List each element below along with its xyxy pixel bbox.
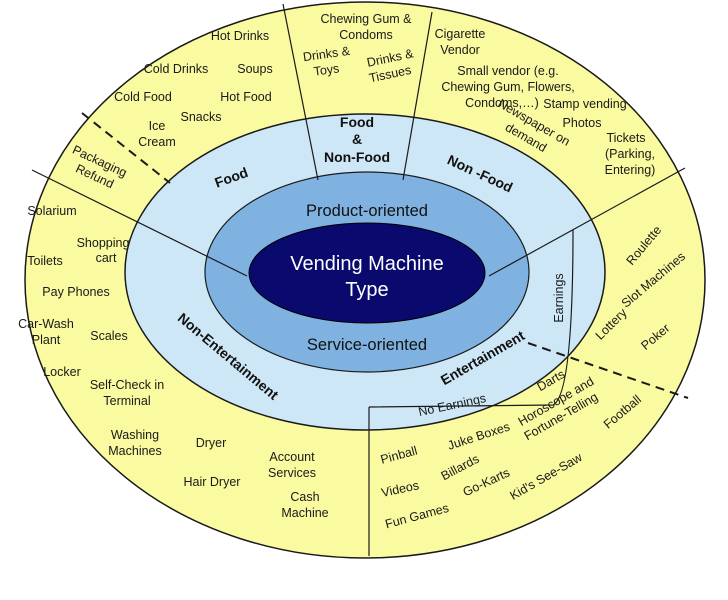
dashed-dividers [81,112,689,399]
item-small-vendor-line2: Chewing Gum, Flowers, [441,80,574,94]
item-chewing-gum-condoms-line1: Chewing Gum & [320,12,412,26]
item-stamp-vending-line2: Photos [563,116,602,130]
item-ice-cream-line2: Cream [138,135,176,149]
item-account-services-line2: Services [268,466,316,480]
item-pay-phones: Pay Phones [42,285,109,299]
divider-earnings-noearnings [368,229,574,408]
divider-food-nonentertainment [31,169,248,277]
item-car-wash-line2: Plant [32,333,61,347]
item-cold-food: Cold Food [114,90,172,104]
divider-foodnonfood-nonfood [402,11,433,181]
item-self-check-in-line1: Self-Check in [90,378,164,392]
dashed-food-packaging [81,112,171,184]
item-stamp-vending-line1: Stamp vending [543,97,626,111]
item-tickets-line1: Tickets [606,131,645,145]
divider-food-foodnonfood [282,3,319,181]
item-tickets-line2: (Parking, [605,147,655,161]
nonfood-items: Cigarette Vendor Small vendor (e.g. Chew… [435,27,656,177]
item-soups: Soups [237,62,272,76]
item-scales: Scales [90,329,128,343]
center-title-line2: Type [345,279,388,301]
item-toilets: Toilets [27,254,62,268]
item-small-vendor-line3: Condoms,…) [465,96,539,110]
item-ice-cream-line1: Ice [149,119,166,133]
center-ellipse [248,222,486,324]
dashed-entertainment-earnings [527,342,689,399]
divider-nonfood-entertainment [488,167,686,277]
service-oriented-label: Service-oriented [307,336,427,354]
item-hot-food: Hot Food [220,90,271,104]
item-tickets-line3: Entering) [605,163,656,177]
item-chewing-gum-condoms-line2: Condoms [339,28,393,42]
food-nonfood-label-line3: Non-Food [324,149,390,165]
food-nonfood-label-line2: & [352,131,362,147]
item-snacks: Snacks [181,110,222,124]
non-entertainment-items: Solarium Shopping cart Toilets Pay Phone… [18,204,329,520]
item-car-wash-line1: Car-Wash [18,317,74,331]
item-cigarette-vendor-line2: Vendor [440,43,480,57]
sector-dividers [31,3,686,556]
item-small-vendor-line1: Small vendor (e.g. [457,64,558,78]
item-hair-dryer: Hair Dryer [184,475,241,489]
earnings-label: Earnings [552,273,566,322]
item-shopping-cart-line2: cart [96,251,117,265]
item-account-services-line1: Account [269,450,315,464]
item-self-check-in-line2: Terminal [103,394,150,408]
product-oriented-label: Product-oriented [306,202,428,220]
item-hot-drinks: Hot Drinks [211,29,269,43]
item-shopping-cart-line1: Shopping [77,236,130,250]
item-cigarette-vendor-line1: Cigarette [435,27,486,41]
center-title-line1: Vending Machine [290,253,443,275]
item-solarium: Solarium [27,204,76,218]
item-dryer: Dryer [196,436,227,450]
item-cash-machine-line2: Machine [281,506,328,520]
item-washing-machines-line1: Washing [111,428,159,442]
item-drinks-toys-line1: Drinks & [302,44,351,65]
item-locker: Locker [43,365,81,379]
item-washing-machines-line2: Machines [108,444,162,458]
item-drinks-toys-line2: Toys [313,61,340,78]
item-cold-drinks: Cold Drinks [144,62,209,76]
item-cash-machine-line1: Cash [290,490,319,504]
food-nonfood-label-line1: Food [340,114,374,130]
